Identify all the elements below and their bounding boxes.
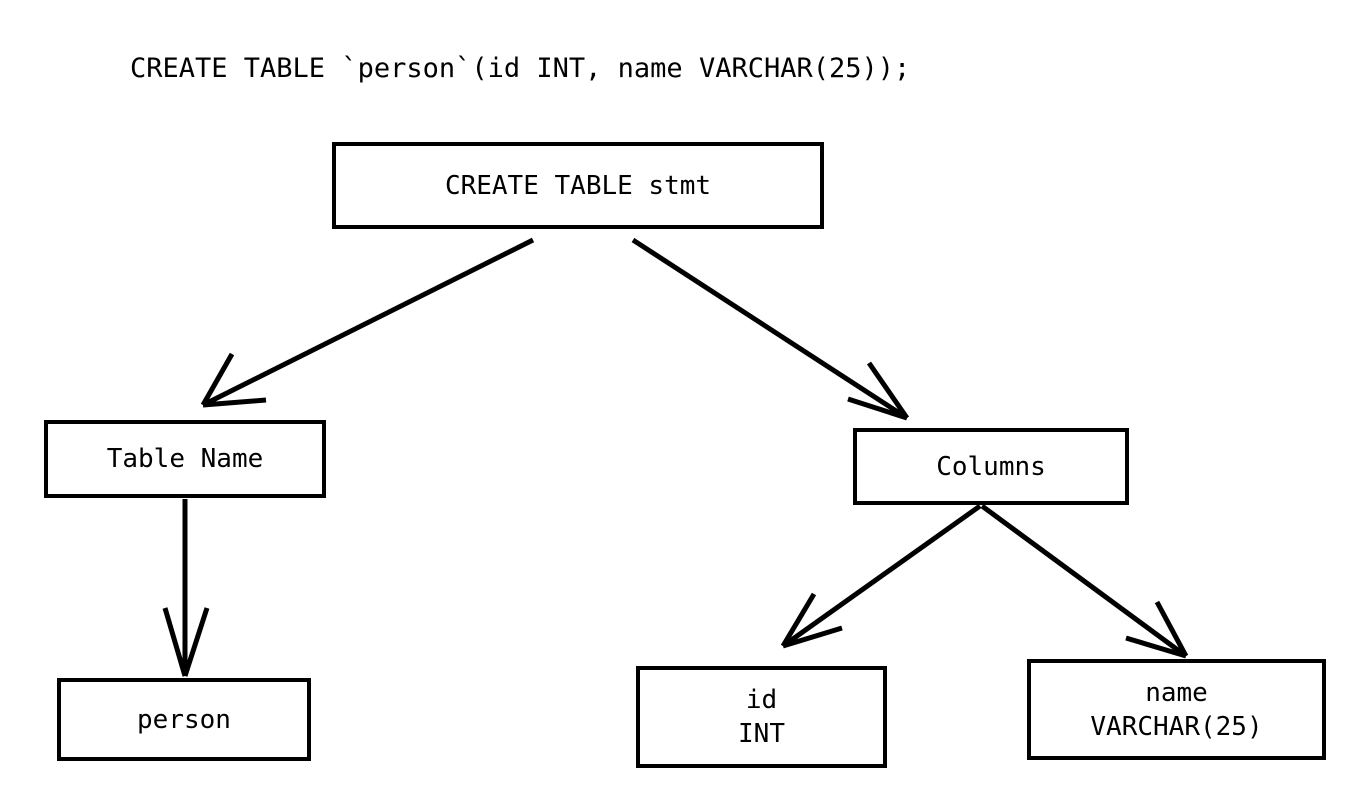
edge-columns-to-column-name bbox=[980, 503, 1189, 659]
node-person[interactable]: person bbox=[57, 678, 311, 761]
edge-root-to-columns bbox=[631, 237, 910, 421]
node-columns[interactable]: Columns bbox=[853, 428, 1129, 505]
node-label: Table Name bbox=[106, 444, 264, 474]
node-label: person bbox=[137, 704, 231, 735]
edge-table-name-to-person bbox=[162, 499, 210, 677]
node-label: CREATE TABLE stmt bbox=[444, 170, 712, 201]
node-column-id[interactable]: id INT bbox=[636, 666, 887, 768]
node-column-name[interactable]: name VARCHAR(25) bbox=[1027, 659, 1326, 760]
edge-columns-to-column-id bbox=[780, 503, 982, 649]
node-create-table-stmt[interactable]: CREATE TABLE stmt bbox=[332, 142, 824, 229]
column-type: INT bbox=[738, 719, 785, 749]
edge-root-to-table-name bbox=[200, 237, 535, 408]
sql-statement-caption: CREATE TABLE `person`(id INT, name VARCH… bbox=[130, 53, 911, 84]
node-label: Columns bbox=[936, 451, 1046, 482]
node-table-name[interactable]: Table Name bbox=[44, 420, 326, 498]
column-type: VARCHAR(25) bbox=[1090, 711, 1263, 742]
column-name: id bbox=[745, 685, 778, 715]
column-name: name bbox=[1145, 677, 1208, 708]
